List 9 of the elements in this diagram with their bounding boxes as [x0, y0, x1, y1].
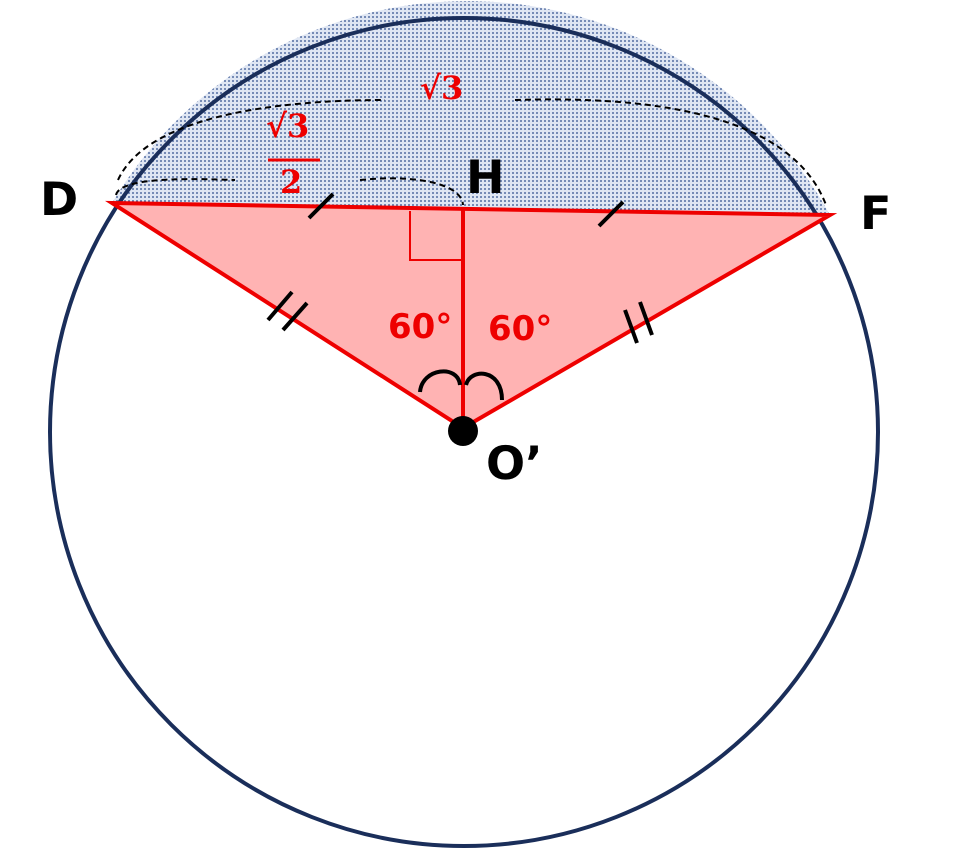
length-label: √3 [266, 110, 310, 142]
point-label: H [466, 154, 504, 200]
angle-label: 60° [388, 310, 452, 344]
point-label: O’ [486, 440, 543, 486]
angle-label: 60° [488, 312, 552, 346]
point-label: F [860, 190, 892, 236]
point-label: D [40, 176, 78, 222]
length-label: 2 [280, 166, 302, 198]
length-label: √3 [420, 72, 464, 104]
